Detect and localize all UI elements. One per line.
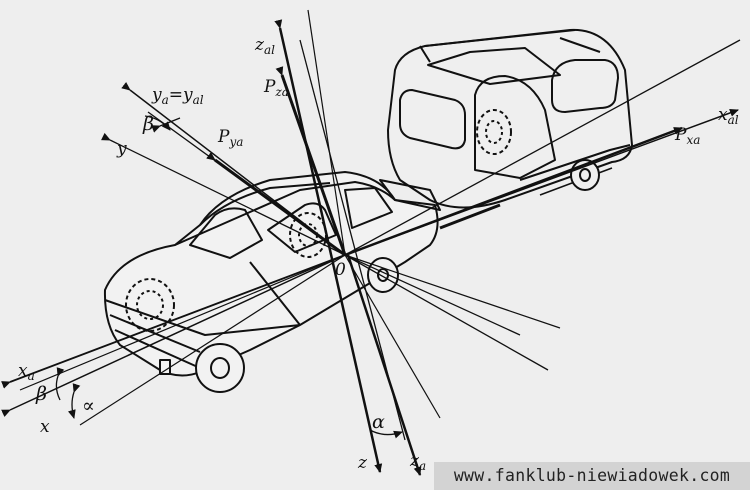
- label-z-al: zal: [254, 35, 275, 57]
- label-z-a: za: [409, 451, 426, 473]
- label-y-a-eq-y-al: ya=yal: [151, 85, 204, 107]
- label-p-za: Pza: [263, 77, 289, 99]
- label-x: x: [40, 417, 50, 437]
- label-alpha-bottom: α: [372, 411, 385, 433]
- label-x-al: xal: [718, 105, 739, 127]
- label-x-a: xa: [18, 361, 35, 383]
- label-z: z: [357, 453, 368, 473]
- caravan-drawing: [387, 28, 633, 230]
- label-beta-top: β: [142, 113, 154, 135]
- angle-arcs: [55, 115, 403, 439]
- label-alpha-left: ∝: [82, 395, 95, 417]
- label-origin: 0: [335, 260, 346, 280]
- axis-labels: zal Pza ya=yal β Pya y xal Pxa 0 xa β ∝ …: [18, 35, 739, 473]
- label-p-xa: Pxa: [674, 125, 700, 147]
- label-beta-bottom: β: [35, 383, 47, 405]
- label-y: y: [116, 139, 127, 159]
- label-p-ya: Pya: [217, 127, 243, 149]
- site-watermark: www.fanklub-niewiadowek.com: [434, 462, 750, 490]
- axis-lines: [1, 9, 741, 476]
